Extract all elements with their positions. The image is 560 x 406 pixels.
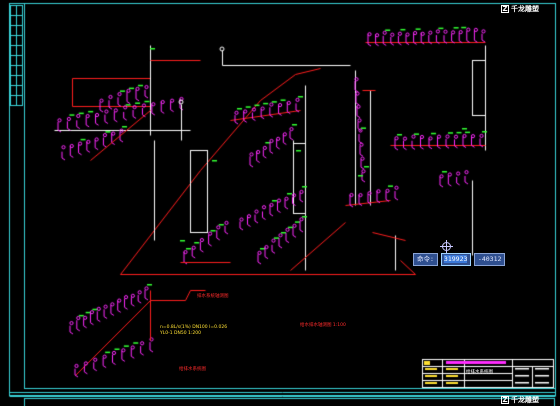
title-block-title: 给排水系统图	[466, 370, 493, 375]
drawing-note-red-1: 给排水系统图	[179, 367, 206, 372]
command-line[interactable]: 命令: 319923 -40312	[413, 253, 506, 266]
command-input[interactable]: 319923	[440, 253, 471, 266]
command-prompt-label: 命令:	[413, 253, 438, 266]
command-input-value: 319923	[443, 255, 468, 263]
coordinate-readout: -40312	[473, 253, 506, 266]
drawing-note-red-2: 给水排水轴测图 1:100	[300, 323, 346, 328]
logo-bottom: Z 千龙雕塑	[501, 395, 539, 405]
cursor-crosshair-icon	[440, 240, 453, 253]
logo-top-text: 千龙雕塑	[511, 5, 539, 13]
drawing-note-yellow-1: n=0.8L/s(1%) DN100 I=0.026	[160, 325, 228, 330]
drawing-note-red-3: 排水系统轴测图	[197, 294, 229, 299]
logo-bottom-text: 千龙雕塑	[511, 396, 539, 404]
drawing-note-yellow-2: YL0-1 DN50 1:200	[160, 331, 201, 336]
title-block: 给排水系统图	[422, 359, 553, 387]
logo-top: Z 千龙雕塑	[501, 4, 539, 14]
logo-mark-icon: Z	[501, 395, 509, 404]
logo-mark-icon: Z	[501, 4, 509, 13]
